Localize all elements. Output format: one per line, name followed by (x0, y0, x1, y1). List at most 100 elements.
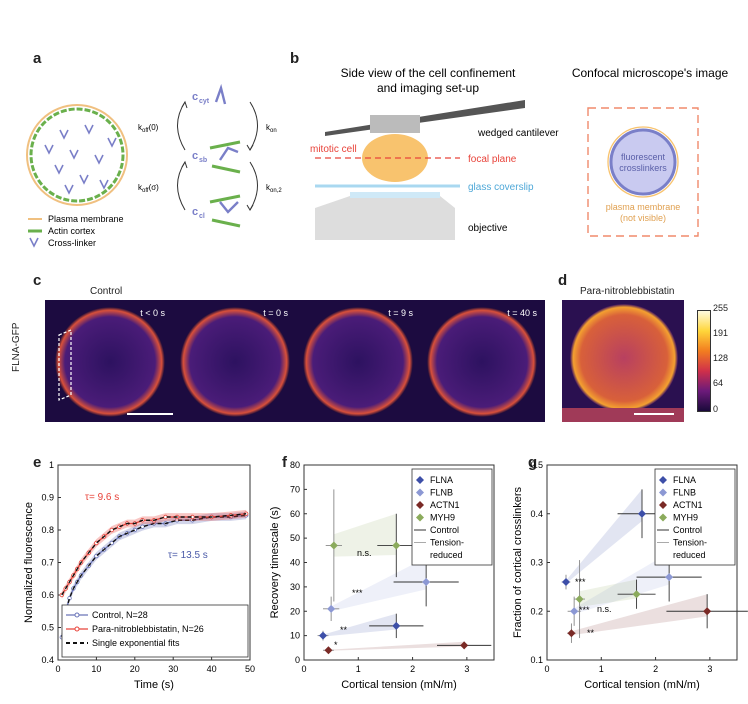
marker-actn1 (324, 646, 333, 655)
svg-text:cl: cl (199, 213, 205, 220)
cell-frame-3 (303, 307, 413, 417)
svg-text:c: c (192, 91, 198, 103)
legend-label: Single exponential fits (92, 638, 180, 648)
legend-marker (659, 513, 667, 522)
trend-band-flna (323, 613, 397, 637)
y-tick-label: 20 (290, 606, 300, 616)
colorbar-tick-64: 64 (713, 378, 724, 388)
y-tick-label: 40 (290, 558, 300, 568)
y-tick-label: 0.7 (41, 558, 54, 568)
svg-text:sb: sb (199, 157, 207, 164)
trend-band-myh9 (579, 579, 637, 607)
cell-frame-4 (427, 307, 537, 417)
fluor-label-2: crosslinkers (619, 163, 667, 173)
setup-title-line1: Side view of the cell confinement (341, 66, 516, 80)
y-tick-label: 70 (290, 484, 300, 494)
legend-membrane-label: Plasma membrane (48, 214, 124, 224)
flna-gfp-label: FLNA-GFP (11, 322, 22, 372)
panel-b-diagram: Side view of the cell confinement and im… (310, 66, 729, 240)
legend-label: reduced (673, 550, 706, 560)
blebbistatin-micrograph (562, 300, 684, 422)
tau-annotation-red: τ= 9.6 s (85, 492, 119, 503)
panel-letter-b: b (290, 50, 300, 67)
x-tick-label: 2 (410, 664, 415, 674)
cantilever-label: wedged cantilever (477, 128, 559, 139)
y-tick-label: 0.9 (41, 493, 54, 503)
legend-box (61, 604, 249, 658)
x-tick-label: 0 (301, 664, 306, 674)
rate-labels: koff(0) kon koff(σ) kon,2 (138, 123, 282, 194)
y-tick-label: 60 (290, 509, 300, 519)
objective-shape (315, 196, 455, 240)
marker-flnb (422, 578, 431, 586)
significance-label: *** (579, 605, 590, 615)
y-tick-label: 0.4 (41, 655, 54, 665)
panel-letter-a: a (33, 50, 42, 67)
pm-label-1: plasma membrane (606, 202, 681, 212)
legend-box (411, 468, 493, 566)
exp-fit-line-0 (61, 514, 247, 638)
x-tick-label: 1 (599, 664, 604, 674)
y-tick-label: 80 (290, 460, 300, 470)
legend-marker (416, 488, 424, 497)
svg-text:c: c (192, 206, 198, 218)
legend-label: FLNA (673, 475, 696, 485)
confocal-cell (609, 128, 677, 196)
y-tick-label: 0.4 (530, 509, 543, 519)
significance-label: ** (340, 625, 348, 635)
marker-myh9 (329, 541, 338, 550)
cantilever-block (370, 115, 420, 133)
significance-label: *** (575, 577, 586, 587)
marker-flnb (327, 604, 336, 613)
confocal-title: Confocal microscope's image (572, 66, 729, 80)
y-axis-label: Recovery timescale (s) (269, 507, 281, 619)
legend-marker (74, 626, 80, 632)
x-tick-label: 10 (91, 664, 101, 674)
svg-text:kon,2: kon,2 (266, 183, 282, 194)
x-tick-label: 40 (207, 664, 217, 674)
legend-label: FLNB (430, 488, 453, 498)
cell-frame-1 (55, 307, 165, 417)
panel-letter-d: d (558, 272, 568, 289)
x-axis-label: Cortical tension (mN/m) (584, 679, 700, 691)
trend-band-flna (566, 489, 642, 584)
marker-flnb (570, 607, 579, 616)
x-tick-label: 0 (55, 664, 60, 674)
x-tick-label: 30 (168, 664, 178, 674)
confocal-frame (587, 107, 699, 237)
legend-marker (416, 513, 424, 522)
pm-label-2: (not visible) (620, 213, 666, 223)
significance-label: n.s. (357, 548, 372, 558)
actin-cortex-circle (29, 107, 125, 203)
marker-flna (562, 578, 570, 586)
legend-label: Tension- (673, 538, 707, 548)
marker-flna (319, 631, 327, 640)
colorbar-tick-255: 255 (713, 303, 729, 313)
y-tick-label: 0.8 (41, 525, 54, 535)
legend-label: Tension- (430, 538, 464, 548)
time-label-1: t < 0 s (140, 308, 165, 318)
legend-marker (659, 476, 667, 484)
svg-text:cyt: cyt (199, 98, 210, 105)
x-axis-label: Time (s) (134, 679, 174, 691)
marker-flnb (665, 573, 674, 582)
significance-label: *** (352, 588, 363, 598)
state-sb: c sb (192, 140, 241, 174)
trend-band-flnb (331, 557, 427, 612)
svg-text:kon: kon (266, 123, 277, 134)
y-axis-label: Normalized fluorescence (23, 502, 35, 623)
svg-text:koff(0): koff(0) (138, 123, 159, 134)
data-point (109, 527, 114, 533)
legend-label: FLNB (673, 488, 696, 498)
blebbistatin-title: Para-nitroblebbistatin (580, 286, 675, 297)
mitotic-cell-label: mitotic cell (310, 144, 357, 155)
y-tick-label: 1 (49, 460, 54, 470)
marker-flna (638, 509, 646, 518)
plasma-membrane-circle (26, 104, 128, 206)
fluor-label-1: fluorescent (621, 152, 666, 162)
legend-label: ACTN1 (430, 500, 460, 510)
objective-label: objective (468, 223, 508, 234)
y-tick-label: 0.6 (41, 590, 54, 600)
time-label-3: t = 9 s (388, 308, 413, 318)
